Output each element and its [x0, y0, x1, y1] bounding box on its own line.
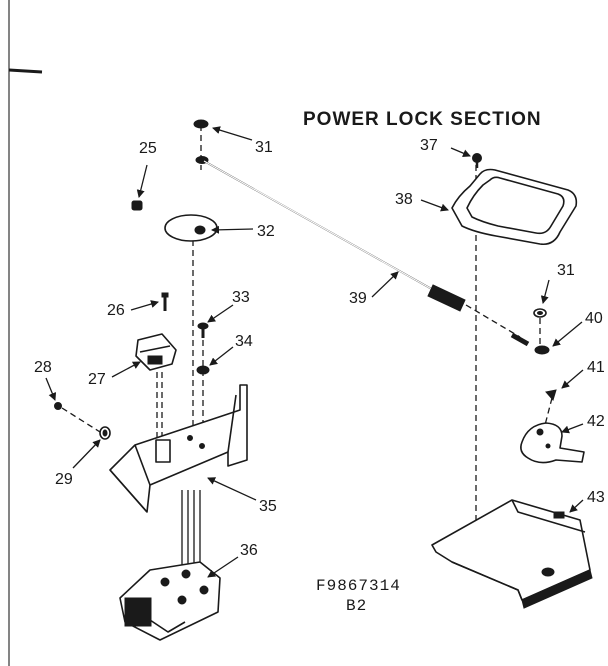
- label-25: 25: [139, 140, 157, 157]
- part-35-bracket-edge: [109, 469, 148, 513]
- part-29-clip-center: [102, 429, 108, 437]
- part-35-bracket: [109, 384, 248, 513]
- label-28: 28: [34, 359, 52, 376]
- part-42-lever-plate: [520, 422, 585, 464]
- assembly-line-41-42: [544, 397, 553, 426]
- label-29: 29: [55, 471, 73, 488]
- leader-42: [561, 423, 584, 434]
- leader-31: [212, 126, 253, 141]
- part-43-tab: [553, 511, 565, 519]
- leader-32: [211, 225, 254, 234]
- label-35: 35: [259, 498, 277, 515]
- part-42-pivot: [536, 428, 544, 436]
- part-34-washer: [196, 365, 210, 375]
- label-31: 31: [255, 139, 273, 156]
- leader-27: [111, 361, 141, 378]
- leader-25: [136, 164, 148, 198]
- part-35-hole-a: [187, 435, 193, 441]
- leader-28: [45, 377, 57, 401]
- part-27-switch-terminals: [147, 355, 163, 365]
- label-39: 39: [349, 290, 367, 307]
- drawing-revision: B2: [346, 597, 367, 615]
- label-41: 41: [587, 359, 605, 376]
- leader-36: [207, 556, 239, 578]
- label-27: 27: [88, 371, 106, 388]
- part-36-terminal-c: [177, 595, 187, 605]
- part-31-washer: [193, 119, 209, 129]
- part-36-terminal-b: [181, 569, 191, 579]
- part-43-tray-front: [451, 561, 523, 601]
- label-42: 42: [587, 413, 605, 430]
- leader-41: [561, 369, 584, 389]
- part-26-screw-head: [161, 292, 169, 298]
- part-27-switch-body: [135, 333, 177, 371]
- part-43-tray-rear: [511, 499, 586, 533]
- label-34: 34: [235, 333, 253, 350]
- part-36-terminal-a: [160, 577, 170, 587]
- leader-35: [207, 477, 257, 501]
- part-35-slot: [155, 439, 171, 463]
- leader-29: [72, 439, 101, 469]
- leader-34: [209, 346, 234, 366]
- part-25-nut: [131, 200, 143, 211]
- leader-33: [207, 304, 234, 323]
- part-43-hole: [541, 567, 555, 577]
- part-38-bezel-inner: [466, 176, 565, 235]
- part-36-gear-detail: [149, 619, 186, 633]
- leader-38: [420, 199, 449, 212]
- label-31-right: 31: [557, 262, 575, 279]
- page-edge-mark: [8, 68, 43, 74]
- part-27-switch-detail: [139, 345, 171, 353]
- part-39-rod-highlight: [203, 160, 438, 293]
- drawing-code: F9867314: [316, 577, 401, 595]
- part-28-screw: [54, 402, 62, 410]
- label-38: 38: [395, 191, 413, 208]
- leader-43: [569, 499, 584, 513]
- part-39-rod-sleeve: [427, 284, 466, 312]
- part-43-tray-edge: [521, 569, 593, 609]
- label-40: 40: [585, 310, 603, 327]
- leader-26: [130, 300, 159, 311]
- label-26: 26: [107, 302, 125, 319]
- leader-31-right: [540, 279, 550, 304]
- leader-39: [371, 271, 399, 298]
- leader-40: [552, 321, 583, 347]
- part-36-terminal-d: [199, 585, 209, 595]
- part-42-hole: [545, 443, 551, 449]
- part-32-disc: [164, 214, 218, 242]
- part-35-bracket-flange: [227, 394, 237, 453]
- label-33: 33: [232, 289, 250, 306]
- label-36: 36: [240, 542, 258, 559]
- label-37: 37: [420, 137, 438, 154]
- part-40-spring: [510, 332, 530, 347]
- part-38-bezel-outer: [451, 168, 578, 246]
- part-36-motor-housing: [124, 597, 152, 627]
- leader-37: [450, 147, 471, 157]
- label-32: 32: [257, 223, 275, 240]
- part-35-bracket-fold: [134, 444, 151, 486]
- part-41-knob: [545, 389, 557, 402]
- part-32-hub: [194, 225, 206, 235]
- label-43: 43: [587, 489, 605, 506]
- assembly-line-28-29: [61, 407, 101, 433]
- assembly-line-39-40: [465, 304, 521, 338]
- part-40-link-end: [534, 345, 550, 355]
- section-title: POWER LOCK SECTION: [303, 109, 542, 130]
- part-31-right-washer-hole: [537, 311, 543, 315]
- part-35-hole-b: [199, 443, 205, 449]
